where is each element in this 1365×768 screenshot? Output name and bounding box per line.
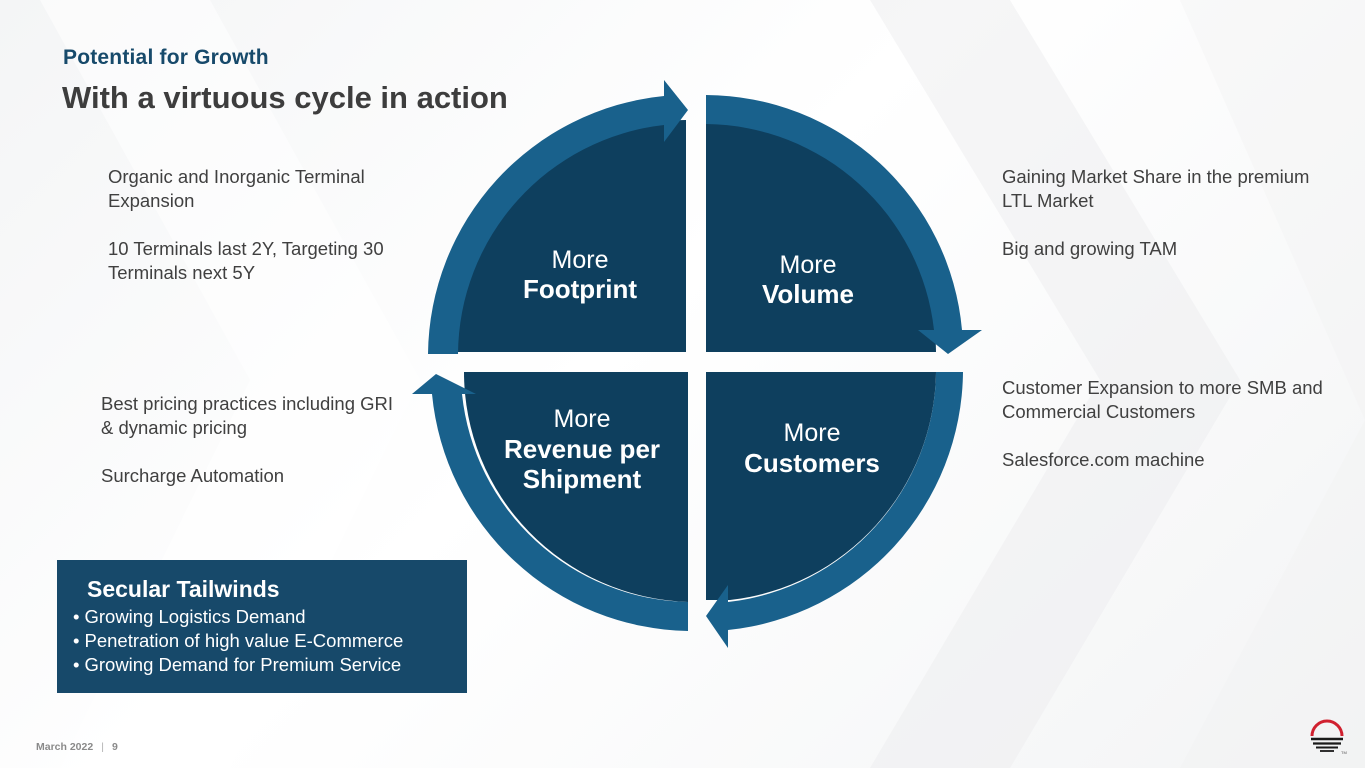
- note-volume-line1: Gaining Market Share in the premium LTL …: [1002, 166, 1310, 211]
- arrow-revenue-head-icon: [412, 374, 476, 394]
- arrow-customers-band: [728, 372, 963, 630]
- quadrant-revenue-fill: [463, 372, 688, 602]
- page-title: With a virtuous cycle in action: [62, 80, 508, 115]
- quadrant-revenue-label-line2: Shipment: [523, 464, 642, 494]
- quadrant-customers: More Customers: [706, 372, 963, 648]
- quadrant-customers-label: Customers: [744, 448, 880, 478]
- arrow-volume-band: [706, 95, 962, 330]
- logo-trademark: TM: [1341, 750, 1347, 755]
- quadrant-revenue: More Revenue per Shipment: [412, 372, 688, 631]
- quadrant-footprint: More Footprint: [428, 80, 688, 354]
- tailwinds-item: Growing Logistics Demand: [73, 605, 467, 629]
- note-customers-line2: Salesforce.com machine: [1002, 449, 1205, 470]
- note-revenue-line2: Surcharge Automation: [101, 465, 285, 486]
- quadrant-volume-label: Volume: [762, 279, 854, 309]
- tailwinds-item: Penetration of high value E-Commerce: [73, 629, 467, 653]
- note-customers: Customer Expansion to more SMB and Comme…: [1002, 376, 1332, 472]
- quadrant-volume-fill: [706, 120, 936, 352]
- note-footprint-line1: Organic and Inorganic Terminal Expansion: [108, 166, 365, 211]
- arrow-volume-head-icon: [918, 330, 982, 354]
- footer: March 2022 | 9: [36, 741, 118, 753]
- arrow-footprint-band: [428, 96, 664, 354]
- page-number: 9: [111, 741, 118, 753]
- footer-date: March 2022: [36, 741, 94, 753]
- section-kicker: Potential for Growth: [63, 46, 269, 69]
- sunset-logo-icon: TM: [1310, 719, 1347, 755]
- arrow-footprint-head-icon: [664, 80, 688, 142]
- note-footprint-line2: 10 Terminals last 2Y, Targeting 30 Termi…: [108, 238, 384, 283]
- note-customers-line1: Customer Expansion to more SMB and Comme…: [1002, 377, 1323, 422]
- quadrant-volume: More Volume: [706, 95, 982, 354]
- note-footprint: Organic and Inorganic Terminal Expansion…: [108, 165, 408, 285]
- note-revenue-line1: Best pricing practices including GRI & d…: [101, 393, 394, 438]
- footer-separator: |: [101, 741, 104, 753]
- note-volume-line2: Big and growing TAM: [1002, 238, 1178, 259]
- note-volume: Gaining Market Share in the premium LTL …: [1002, 165, 1332, 261]
- tailwinds-title: Secular Tailwinds: [87, 576, 280, 602]
- quadrant-footprint-fill: [456, 120, 686, 352]
- quadrant-footprint-prefix: More: [552, 246, 609, 274]
- arrow-revenue-band: [432, 394, 688, 631]
- tailwinds-item: Growing Demand for Premium Service: [73, 653, 467, 677]
- tailwinds-list: Growing Logistics Demand Penetration of …: [84, 605, 467, 677]
- quadrant-customers-fill: [706, 372, 936, 600]
- quadrant-volume-prefix: More: [780, 251, 837, 279]
- note-revenue: Best pricing practices including GRI & d…: [101, 392, 401, 488]
- arrow-customers-head-icon: [706, 585, 728, 648]
- quadrant-customers-prefix: More: [784, 419, 841, 447]
- quadrant-revenue-prefix: More: [554, 405, 611, 433]
- secular-tailwinds-box: Secular Tailwinds Growing Logistics Dema…: [57, 560, 467, 693]
- quadrant-revenue-label-line1: Revenue per: [504, 434, 660, 464]
- quadrant-footprint-label: Footprint: [523, 274, 637, 304]
